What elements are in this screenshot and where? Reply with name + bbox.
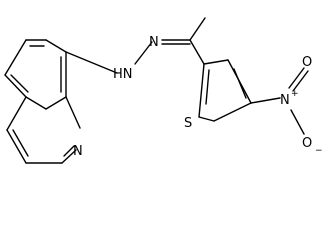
nitro-o-bottom-label: O	[302, 136, 312, 151]
chemical-structure-diagram: HN N N S N + O O −	[4, 17, 323, 164]
nitro-n-charge-label: +	[291, 89, 299, 99]
thiophene-s-label: S	[184, 116, 192, 131]
nitro-n-label: N	[280, 93, 290, 108]
hydrazine-n-label: N	[149, 35, 159, 50]
nitro-o-charge-label: −	[315, 146, 323, 156]
nitro-o-top-label: O	[302, 55, 312, 70]
bond-lines	[4, 17, 309, 164]
hydrazine-nh-label: HN	[113, 67, 133, 82]
quinoline-n-label: N	[73, 144, 83, 159]
